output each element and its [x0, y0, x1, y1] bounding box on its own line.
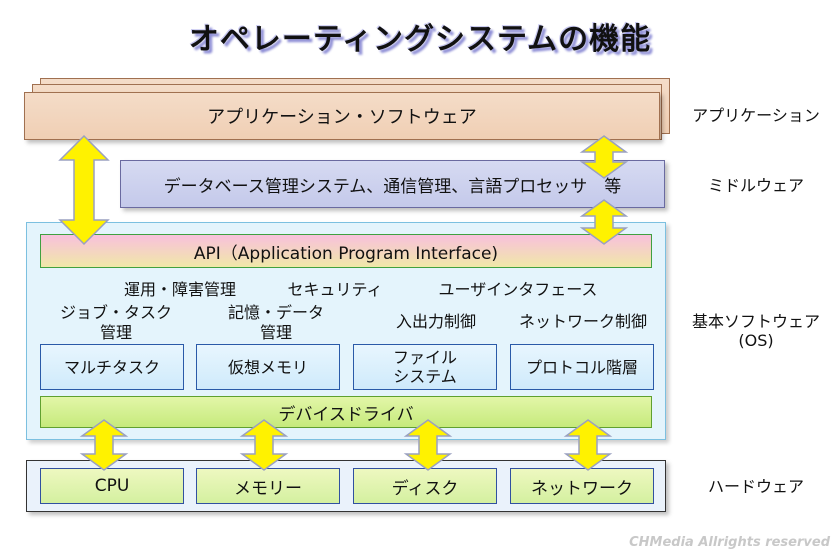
os-component-multitask-label: マルチタスク: [63, 357, 160, 377]
os-component-protocol-layers: プロトコル階層: [510, 344, 654, 390]
function-io-control: 入出力制御: [395, 312, 476, 331]
category-os: 基本ソフトウェア (OS): [676, 312, 836, 350]
function-security: セキュリティ: [287, 280, 383, 299]
os-component-virtual-memory: 仮想メモリ: [196, 344, 340, 390]
device-driver-label: デバイスドライバ: [278, 404, 414, 425]
arrow-middleware-to-api: [579, 199, 629, 245]
hardware-network: ネットワーク: [510, 468, 654, 504]
middleware-label: データベース管理システム、通信管理、言語プロセッサ 等: [163, 176, 622, 197]
hardware-memory-label: メモリー: [234, 478, 302, 499]
api-label: API（Application Program Interface): [193, 243, 499, 264]
hardware-disk-label: ディスク: [391, 478, 459, 499]
os-component-file-system-line2: システム: [393, 367, 457, 386]
middleware-box: データベース管理システム、通信管理、言語プロセッサ 等: [120, 160, 665, 208]
arrow-driver-to-cpu: [79, 419, 129, 471]
os-component-protocol-layers-label: プロトコル階層: [525, 357, 638, 377]
arrow-driver-to-memory: [239, 419, 289, 471]
arrow-driver-to-disk: [403, 419, 453, 471]
copyright-credit: CHMedia Allrights reserved: [629, 535, 830, 550]
diagram-title: オペレーティングシステムの機能: [188, 22, 652, 57]
application-software-label: アプリケーション・ソフトウェア: [207, 107, 477, 128]
function-job-task-line2: 管理: [99, 323, 132, 342]
arrow-driver-to-network: [563, 419, 613, 471]
os-component-file-system-line1: ファイル: [392, 348, 457, 367]
hardware-disk: ディスク: [353, 468, 497, 504]
arrow-app-to-api: [58, 134, 110, 246]
hardware-cpu-label: CPU: [94, 476, 130, 496]
function-job-task: ジョブ・タスク 管理: [36, 303, 196, 343]
arrow-app-to-middleware: [579, 135, 629, 179]
category-application: アプリケーション: [692, 106, 820, 125]
api-bar: API（Application Program Interface): [40, 234, 652, 268]
function-memory-data: 記憶・データ 管理: [196, 303, 356, 343]
category-os-line1: 基本ソフトウェア: [691, 312, 820, 331]
os-component-file-system: ファイル システム: [353, 344, 497, 390]
hardware-network-label: ネットワーク: [531, 478, 633, 499]
os-component-multitask: マルチタスク: [40, 344, 184, 390]
category-middleware: ミドルウェア: [707, 176, 804, 195]
function-memory-data-line1: 記憶・データ: [227, 303, 324, 322]
function-user-interface: ユーザインタフェース: [438, 280, 598, 299]
function-memory-data-line2: 管理: [259, 323, 292, 342]
hardware-cpu: CPU: [40, 468, 184, 504]
hardware-memory: メモリー: [196, 468, 340, 504]
device-driver-bar: デバイスドライバ: [40, 396, 652, 428]
arrow-group: [58, 134, 629, 471]
function-operations-fault: 運用・障害管理: [123, 280, 236, 299]
category-hardware: ハードウェア: [707, 477, 804, 496]
category-os-line2: (OS): [738, 331, 774, 350]
function-network-control: ネットワーク制御: [518, 312, 647, 331]
os-component-virtual-memory-label: 仮想メモリ: [227, 357, 308, 377]
application-software-box: アプリケーション・ソフトウェア: [24, 92, 660, 140]
function-job-task-line1: ジョブ・タスク: [59, 303, 172, 322]
